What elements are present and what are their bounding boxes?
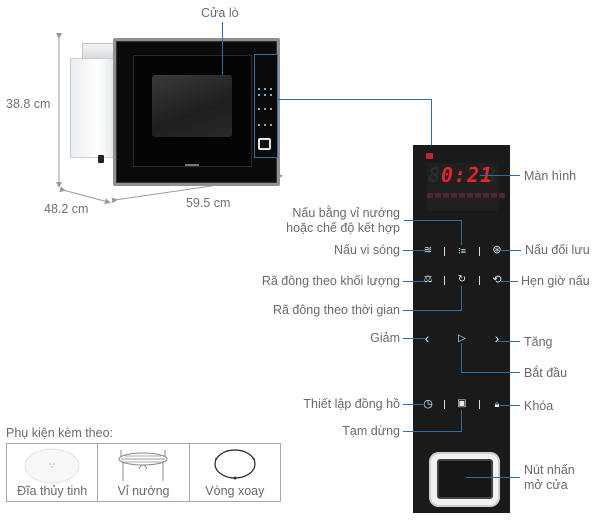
accessory-item: Vòng xoay [190, 444, 280, 501]
door-label: Cửa lò [201, 6, 239, 20]
display-background [427, 163, 499, 211]
power-indicator-icon [426, 153, 433, 159]
glass-plate-icon [24, 448, 80, 484]
label-door-button-1: Nút nhấn [524, 463, 575, 477]
timer-button[interactable]: ⟲ [492, 274, 502, 286]
leader-convection [500, 250, 521, 251]
microwave-button[interactable]: ≋ [423, 245, 433, 256]
leader-defrost-weight [403, 281, 425, 282]
leader-start-v [461, 343, 462, 373]
separator [444, 276, 445, 285]
accessory-item: Vỉ nướng [98, 444, 190, 501]
decrease-button[interactable]: ‹ [424, 330, 430, 346]
pause-button[interactable]: ▣ [457, 398, 467, 409]
label-timer: Hẹn giờ nấu [521, 274, 590, 288]
accessory-item: Đĩa thủy tinh [7, 444, 99, 501]
panel-connector-v [431, 99, 432, 145]
grill-combo-button[interactable]: ⁝≡ [457, 246, 467, 256]
start-button[interactable]: ▷ [458, 333, 466, 344]
leader-lock [500, 405, 520, 406]
leader-clock [403, 404, 425, 405]
door-open-button-face [437, 459, 493, 499]
defrost-time-button[interactable]: ↻ [457, 274, 467, 285]
oven-button-dot [264, 108, 266, 110]
lock-button[interactable]: 🔒︎ [494, 399, 500, 409]
display-ghost-digit: 8 [428, 163, 441, 187]
oven-button-dot [258, 108, 260, 110]
oven-button-dot [264, 124, 266, 126]
leader-defrost-time-h [403, 310, 462, 311]
label-screen: Màn hình [524, 169, 577, 183]
leader-increase [498, 341, 520, 342]
separator [444, 247, 445, 256]
label-decrease: Giảm [370, 331, 400, 345]
leader-grill-h [404, 220, 461, 221]
label-lock: Khóa [524, 399, 554, 413]
oven-window [152, 75, 232, 137]
grill-rack-icon [118, 450, 168, 481]
oven-button-dot [258, 94, 260, 96]
oven-side-housing [70, 58, 118, 158]
oven-button-dot [264, 88, 266, 90]
oven-button-dot [270, 124, 272, 126]
oven-button-dot [258, 124, 260, 126]
label-clock-set: Thiết lập đồng hồ [303, 397, 400, 411]
leader-decrease [403, 338, 425, 339]
label-increase: Tăng [524, 335, 553, 349]
door-leader-line [222, 22, 223, 75]
accessories-table: Đĩa thủy tinh Vỉ nướng Vòng xoay [6, 443, 281, 502]
leader-timer [500, 281, 518, 282]
label-pause: Tạm dừng [342, 424, 400, 438]
leader-door-button [466, 477, 520, 478]
label-defrost-time: Rã đông theo thời gian [272, 303, 400, 317]
clock-button[interactable]: ◷ [423, 398, 433, 410]
oven-button-dot [270, 108, 272, 110]
panel-connector-h [278, 99, 432, 100]
label-grill-combo-1: Nấu bằng vỉ nướng [292, 206, 400, 220]
separator [479, 247, 480, 256]
accessory-label: Vòng xoay [205, 484, 265, 498]
oven-foot [98, 155, 104, 163]
label-start: Bắt đầu [524, 366, 568, 380]
leader-microwave [403, 250, 425, 251]
separator [444, 400, 445, 409]
roller-ring-icon [214, 449, 256, 480]
accessories-title: Phụ kiện kèm theo: [6, 426, 114, 440]
increase-button[interactable]: › [494, 330, 500, 346]
accessory-label: Vỉ nướng [117, 484, 170, 498]
separator [479, 400, 480, 409]
leader-defrost-time-v [461, 286, 462, 310]
height-dimension: 38.8 cm [6, 97, 51, 111]
oven-button-dot [258, 88, 260, 90]
convection-button[interactable]: ⊛ [492, 244, 502, 256]
label-microwave: Nấu vi sóng [333, 243, 400, 257]
oven-brand-logo [185, 164, 199, 166]
oven-door-button-mini [258, 138, 271, 150]
leader-screen [480, 175, 520, 176]
label-defrost-weight: Rã đông theo khối lượng [261, 274, 400, 288]
display-segment-bars [427, 193, 505, 198]
oven-button-dot [264, 94, 266, 96]
label-grill-combo-2: hoặc chế độ kết hợp [286, 221, 400, 235]
accessory-label: Đĩa thủy tinh [17, 484, 88, 498]
depth-dimension: 48.2 cm [44, 202, 89, 216]
oven-button-dot [270, 88, 272, 90]
separator [479, 276, 480, 285]
width-dimension: 59.5 cm [186, 196, 231, 210]
leader-grill-v [461, 220, 462, 245]
leader-pause-v [461, 410, 462, 431]
oven-button-dot [270, 94, 272, 96]
leader-pause-h [403, 431, 462, 432]
oven-top-housing [82, 43, 114, 59]
label-convection: Nấu đối lưu [525, 243, 590, 257]
defrost-weight-button[interactable]: ⚖ [423, 274, 433, 285]
label-door-button-2: mở cửa [524, 478, 568, 492]
leader-start-h [461, 372, 520, 373]
